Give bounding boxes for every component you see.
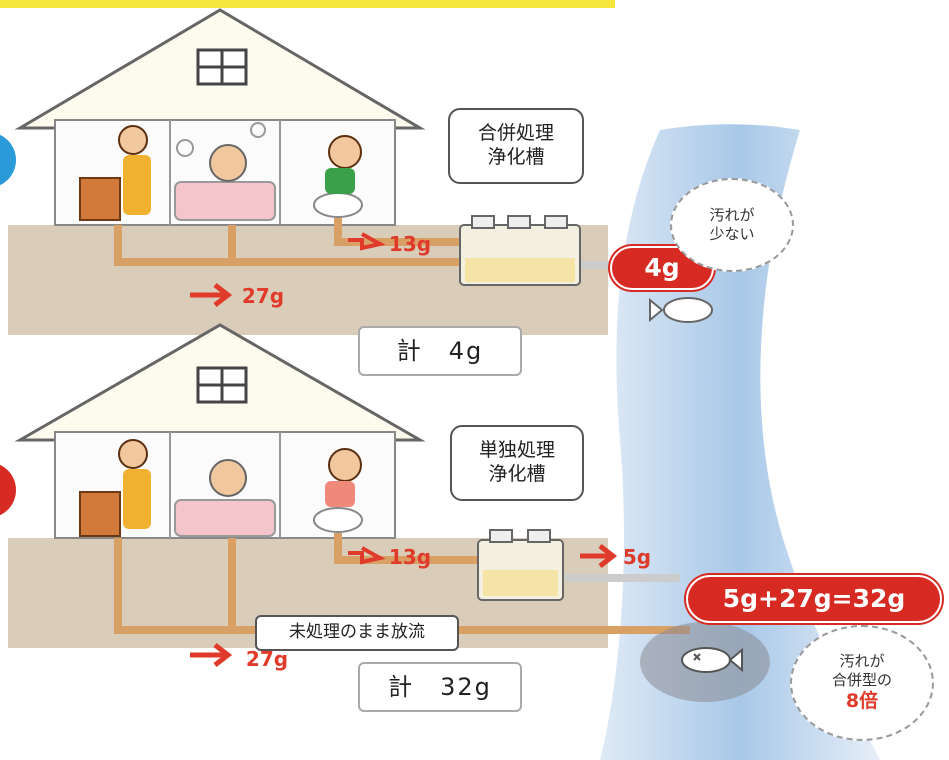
total-bottom: 計 32g bbox=[358, 662, 522, 712]
untreated-discharge-label: 未処理のまま放流 bbox=[255, 615, 459, 651]
comment-bubble-bottom: 汚れが 合併型の 8倍 bbox=[790, 625, 934, 741]
comment-bubble-top: 汚れが 少ない bbox=[670, 178, 794, 272]
section-marker-red bbox=[0, 464, 16, 516]
window-icon bbox=[196, 366, 248, 404]
tank-label-line2: 浄化槽 bbox=[488, 463, 546, 485]
toilet-pipe-top bbox=[334, 218, 468, 246]
top-banner bbox=[0, 0, 615, 8]
graywater-pipe-top bbox=[114, 225, 468, 266]
arrow-icon bbox=[190, 283, 233, 307]
tank-label-line1: 合併処理 bbox=[477, 122, 554, 145]
bath-person-icon bbox=[174, 459, 276, 537]
single-tank-label: 単独処理 浄化槽 bbox=[450, 425, 584, 501]
comment-line2: 合併型の bbox=[831, 671, 892, 690]
comment-line1: 汚れが bbox=[839, 652, 885, 671]
window-icon bbox=[196, 48, 248, 86]
toilet-person-icon bbox=[313, 448, 363, 533]
toilet-flow-label-top: 13g bbox=[388, 231, 432, 256]
toilet-pipe-bottom bbox=[334, 533, 480, 564]
fish-icon bbox=[649, 297, 713, 323]
sick-fish-icon bbox=[681, 647, 743, 673]
comment-highlight: 8倍 bbox=[845, 689, 879, 712]
section-marker-blue bbox=[0, 134, 16, 186]
graywater-flow-label-top: 27g bbox=[241, 283, 285, 308]
toilet-flow-label-bottom: 13g bbox=[388, 544, 432, 569]
tank-label-line1: 単独処理 bbox=[478, 439, 555, 462]
single-septic-tank-icon bbox=[477, 529, 564, 601]
arrow-icon bbox=[580, 544, 618, 568]
comment-line1: 汚れが bbox=[709, 206, 755, 225]
total-top: 計 4g bbox=[358, 326, 522, 376]
untreated-pipe-bottom bbox=[114, 538, 690, 634]
bath-person-icon bbox=[174, 122, 276, 221]
river-load-bottom: 5g+27g=32g bbox=[686, 575, 942, 623]
combined-septic-tank-icon bbox=[459, 215, 581, 286]
combined-tank-label: 合併処理 浄化槽 bbox=[448, 108, 584, 184]
arrow-icon bbox=[348, 546, 386, 565]
kitchen-person-icon bbox=[79, 125, 151, 221]
kitchen-person-icon bbox=[79, 439, 151, 537]
toilet-person-icon bbox=[313, 135, 363, 218]
treated-flow-label-bottom: 5g bbox=[622, 544, 652, 569]
comment-line2: 少ない bbox=[709, 225, 755, 243]
top-system bbox=[8, 8, 713, 335]
tank-label-line2: 浄化槽 bbox=[487, 146, 545, 168]
arrow-icon bbox=[190, 643, 233, 667]
arrow-icon bbox=[348, 232, 386, 251]
